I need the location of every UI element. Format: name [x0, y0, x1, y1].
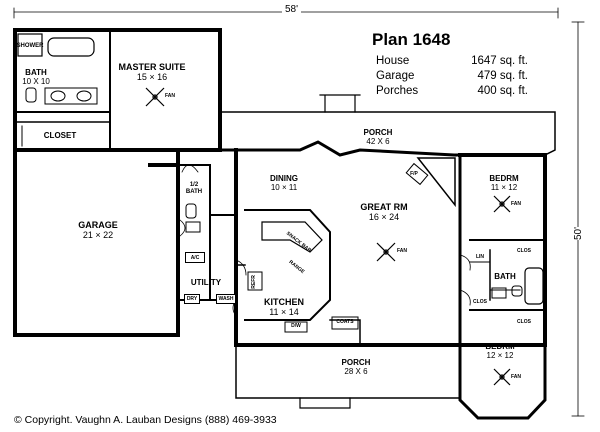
- room-size: 11 × 12: [490, 183, 518, 193]
- room-kitchen: KITCHEN 11 × 14: [264, 297, 304, 318]
- room-bath-master: BATH 10 X 10: [22, 68, 50, 86]
- room-dining: DINING 10 × 11: [270, 174, 298, 192]
- depth-dimension: 50': [573, 226, 585, 241]
- copyright-notice: © Copyright. Vaughn A. Lauban Designs (8…: [14, 414, 277, 426]
- linen-label: LIN: [475, 254, 485, 260]
- area-value: 400 sq. ft.: [477, 85, 528, 97]
- fan-label-bedrm-1: FAN: [511, 201, 521, 207]
- plan-title: Plan 1648: [372, 30, 451, 49]
- room-name: GARAGE: [78, 220, 118, 230]
- area-row-house: House 1647 sq. ft.: [372, 54, 528, 69]
- room-size: 16 × 24: [368, 212, 400, 223]
- shower-label: SHOWER: [16, 43, 44, 49]
- room-name: MASTER SUITE: [118, 62, 186, 72]
- room-closet: CLOSET: [43, 131, 77, 140]
- room-name: KITCHEN: [264, 297, 304, 307]
- room-utility: UTILITY: [190, 278, 222, 287]
- closet-label-2: CLOS: [473, 299, 487, 305]
- dishwasher-label: D/W: [291, 323, 301, 329]
- room-size: 12 × 12: [486, 351, 514, 361]
- area-value: 479 sq. ft.: [477, 70, 528, 82]
- dryer: DRY: [184, 294, 200, 304]
- room-size: 28 X 6: [344, 367, 368, 377]
- room-half-bath: 1/2 BATH: [186, 182, 202, 196]
- room-size: 15 × 16: [136, 72, 168, 83]
- ac-unit: A/C: [185, 252, 205, 263]
- area-label: House: [376, 55, 410, 67]
- width-dimension: 58': [282, 4, 302, 15]
- area-label: Garage: [376, 70, 415, 82]
- area-row-porches: Porches 400 sq. ft.: [372, 84, 528, 99]
- fireplace-label: F/P: [410, 171, 418, 177]
- fan-label-great-rm: FAN: [397, 248, 407, 254]
- room-garage: GARAGE 21 × 22: [78, 220, 118, 241]
- room-name: PORCH: [363, 128, 393, 137]
- room-name: BATH: [25, 68, 47, 77]
- room-name: GREAT RM: [360, 202, 408, 212]
- room-master-suite: MASTER SUITE 15 × 16: [118, 62, 185, 83]
- closet-label-3: CLOS: [517, 319, 531, 325]
- room-size: 10 X 10: [22, 77, 50, 87]
- room-size: 11 × 14: [269, 307, 299, 318]
- room-name-2: BATH: [185, 188, 203, 195]
- room-bedrm-2: BEDRM 12 × 12: [485, 342, 514, 360]
- room-size: 42 X 6: [366, 137, 390, 147]
- room-name: BEDRM: [485, 342, 515, 351]
- area-label: Porches: [376, 85, 419, 97]
- room-size: 10 × 11: [270, 183, 298, 193]
- plan-info-box: Plan 1648 House 1647 sq. ft. Garage 479 …: [372, 30, 528, 99]
- washer: WASH: [216, 294, 236, 304]
- refrigerator-label: REFR: [251, 275, 258, 289]
- fan-label-master: FAN: [165, 93, 175, 99]
- room-bath-2: BATH: [494, 272, 516, 281]
- room-porch-top: PORCH 42 X 6: [364, 128, 393, 146]
- area-row-garage: Garage 479 sq. ft.: [372, 69, 528, 84]
- room-bedrm-1: BEDRM 11 × 12: [489, 174, 518, 192]
- room-name: PORCH: [341, 358, 371, 367]
- area-value: 1647 sq. ft.: [471, 55, 528, 67]
- fan-label-bedrm-2: FAN: [511, 374, 521, 380]
- room-name: BEDRM: [489, 174, 519, 183]
- room-name: DINING: [270, 174, 298, 183]
- coats-label: COATS: [336, 319, 354, 325]
- room-name: 1/2: [189, 182, 199, 188]
- closet-label-1: CLOS: [517, 248, 531, 254]
- room-porch-bottom: PORCH 28 X 6: [342, 358, 371, 376]
- room-great-rm: GREAT RM 16 × 24: [360, 202, 407, 223]
- room-size: 21 × 22: [82, 230, 114, 241]
